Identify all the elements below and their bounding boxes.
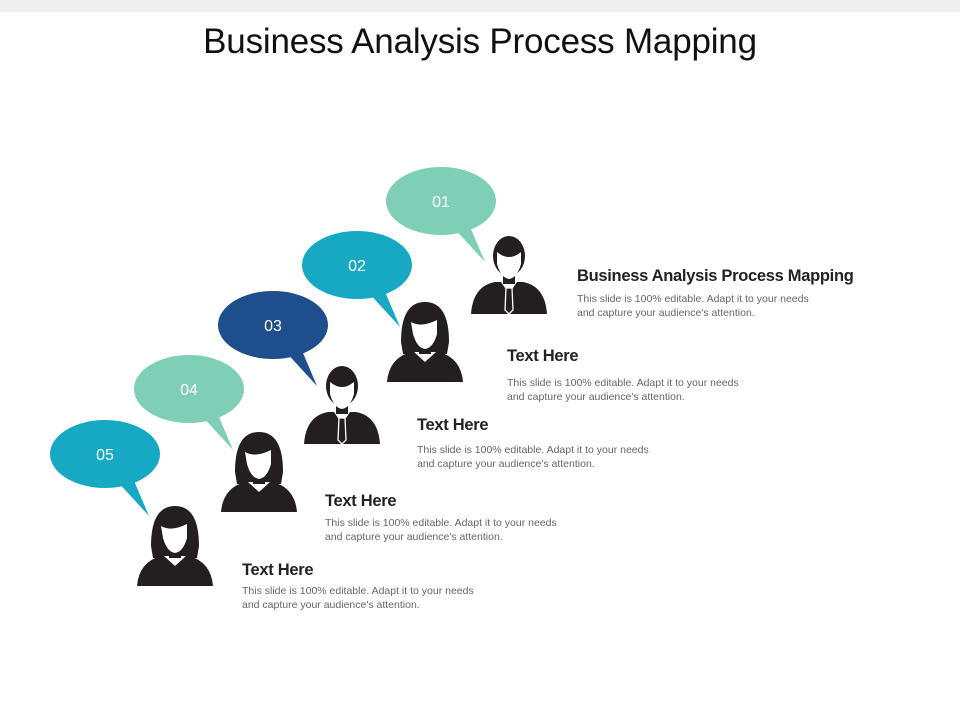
- step-05-description: This slide is 100% editable. Adapt it to…: [242, 585, 474, 611]
- step-04-heading: Text Here: [325, 492, 397, 510]
- man-icon: [303, 365, 381, 445]
- step-01-description: This slide is 100% editable. Adapt it to…: [577, 293, 809, 319]
- step-05-number: 05: [96, 447, 114, 464]
- step-03-description: This slide is 100% editable. Adapt it to…: [417, 444, 649, 470]
- step-04-number: 04: [180, 382, 198, 399]
- step-01-bubble: [386, 167, 496, 262]
- step-02-bubble: [302, 231, 412, 327]
- man-icon: [470, 235, 548, 315]
- woman-icon: [387, 302, 463, 382]
- step-02-heading: Text Here: [507, 347, 579, 365]
- step-01-heading: Business Analysis Process Mapping: [577, 267, 854, 285]
- step-04-description: This slide is 100% editable. Adapt it to…: [325, 517, 557, 543]
- step-04-bubble: [134, 355, 244, 450]
- woman-icon: [137, 506, 213, 586]
- slide-title: Business Analysis Process Mapping: [203, 22, 757, 61]
- step-02-description: This slide is 100% editable. Adapt it to…: [507, 377, 739, 403]
- top-bar: [0, 0, 960, 12]
- step-02-number: 02: [348, 258, 366, 275]
- step-03-bubble: [218, 291, 328, 386]
- step-01-number: 01: [432, 194, 450, 211]
- woman-icon: [221, 432, 297, 512]
- step-05-bubble: [50, 420, 160, 516]
- step-05-heading: Text Here: [242, 561, 314, 579]
- step-03-heading: Text Here: [417, 416, 489, 434]
- step-03-number: 03: [264, 318, 282, 335]
